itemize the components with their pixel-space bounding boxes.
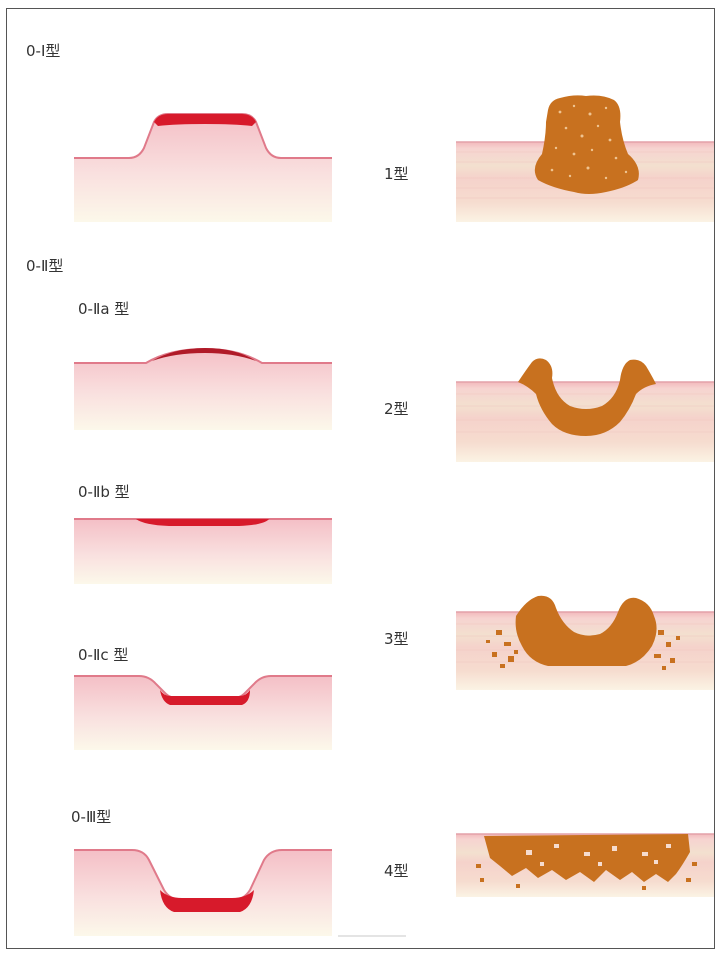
label-type-0-IIc: 0-Ⅱc 型 — [78, 644, 128, 665]
type-2-illustration — [456, 352, 714, 462]
lesion-0-IIb-illustration — [74, 516, 332, 584]
type-4-illustration — [456, 822, 714, 897]
label-type-2: 2型 — [384, 398, 409, 419]
label-type-4: 4型 — [384, 860, 409, 881]
label-type-0-III: 0-Ⅲ型 — [71, 806, 111, 827]
label-type-0-IIb: 0-Ⅱb 型 — [78, 481, 130, 502]
label-type-0-II: 0-Ⅱ型 — [26, 255, 63, 276]
label-type-0-IIa: 0-Ⅱa 型 — [78, 298, 129, 319]
lesion-0-IIc-illustration — [74, 672, 332, 750]
type-1-illustration — [456, 92, 714, 222]
lesion-0-III-illustration — [74, 846, 332, 936]
lesion-0-IIa-illustration — [74, 345, 332, 430]
label-type-1: 1型 — [384, 163, 409, 184]
type-3-illustration — [456, 590, 714, 690]
bottom-divider — [338, 935, 406, 937]
lesion-0-I-illustration — [74, 110, 332, 222]
label-type-0-I: 0-Ⅰ型 — [26, 40, 60, 61]
label-type-3: 3型 — [384, 628, 409, 649]
